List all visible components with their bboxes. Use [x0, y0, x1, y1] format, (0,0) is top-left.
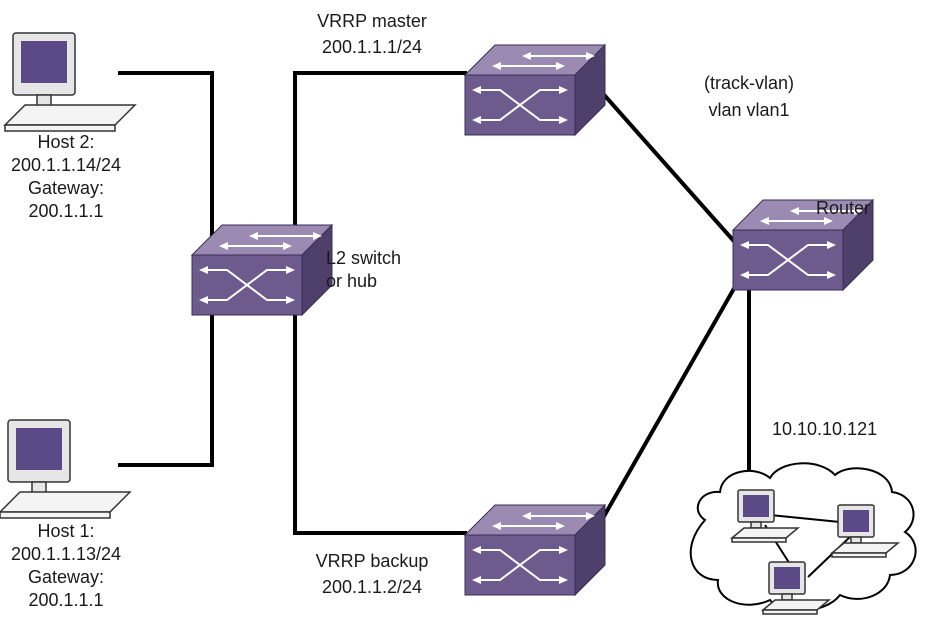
track-vlan-line1: (track-vlan): [703, 73, 795, 93]
links: [118, 71, 751, 535]
vrrp-backup-ip: 200.1.1.2/24: [321, 577, 423, 597]
link-backup-to-router: [600, 275, 743, 521]
vrrp-master-ip: 200.1.1.1/24: [321, 37, 423, 57]
host2-desktop-computer-icon: [4, 32, 136, 132]
host1-label: Host 1: 200.1.1.13/24 Gateway: 200.1.1.1: [11, 520, 121, 612]
l2-switch-icon: [191, 224, 333, 316]
link-host1-to-l2switch: [118, 303, 214, 467]
track-vlan-label: (track-vlan) vlan vlan1: [704, 72, 794, 122]
host1-gateway-label: Gateway:: [27, 567, 105, 587]
l2-switch-line2: or hub: [326, 271, 378, 291]
link-l2switch-to-master: [293, 71, 467, 264]
vrrp-backup-switch-icon: [464, 504, 606, 596]
link-host2-to-l2switch: [118, 71, 214, 264]
l2-switch-line1: L2 switch: [326, 248, 402, 268]
host2-gateway-label: Gateway:: [27, 178, 105, 198]
router-label: Router: [816, 198, 871, 218]
vrrp-backup-label: VRRP backup 200.1.1.2/24: [316, 550, 429, 599]
network-ip-label: 10.10.10.121: [772, 419, 878, 439]
host1-desktop-computer-icon: [0, 419, 131, 519]
host1-name: Host 1:: [37, 521, 95, 541]
track-vlan-line2: vlan vlan1: [708, 100, 790, 120]
vrrp-master-switch-icon: [464, 44, 606, 136]
link-l2switch-to-backup: [293, 303, 467, 535]
vrrp-master-name: VRRP master: [317, 11, 427, 31]
host2-name: Host 2:: [37, 132, 95, 152]
host2-gateway: 200.1.1.1: [28, 201, 104, 221]
link-master-to-router: [595, 85, 743, 251]
l2-switch-label: L2 switch or hub: [326, 247, 401, 293]
host2-ip: 200.1.1.14/24: [10, 155, 122, 175]
network-cloud-icon: [689, 462, 917, 615]
host1-gateway: 200.1.1.1: [28, 590, 104, 610]
vrrp-master-label: VRRP master 200.1.1.1/24: [317, 10, 427, 59]
host1-ip: 200.1.1.13/24: [10, 544, 122, 564]
host2-label: Host 2: 200.1.1.14/24 Gateway: 200.1.1.1: [11, 131, 121, 223]
vrrp-backup-name: VRRP backup: [315, 551, 429, 571]
